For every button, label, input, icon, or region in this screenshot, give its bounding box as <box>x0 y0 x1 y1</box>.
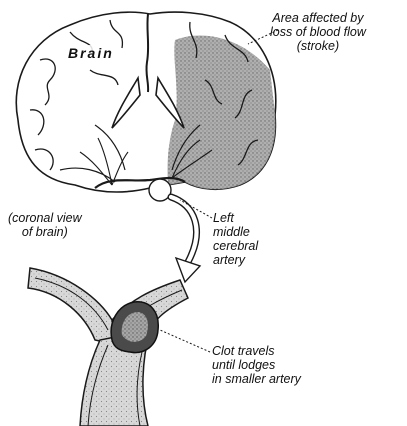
coronal-label-line-1: (coronal view <box>8 211 82 225</box>
blood-clot <box>111 302 158 353</box>
mca-label-line-2: middle <box>213 225 258 239</box>
mca-label-line-4: artery <box>213 253 258 267</box>
stroke-label-line-1: Area affected by <box>270 11 366 25</box>
clot-label-line-3: in smaller artery <box>212 372 301 386</box>
brain-label: Brain <box>66 45 116 61</box>
magnification-arrow <box>171 197 200 282</box>
coronal-label-line-2: of brain) <box>8 225 82 239</box>
clot-label: Clot travels until lodges in smaller art… <box>212 344 301 386</box>
mca-label-line-1: Left <box>213 211 258 225</box>
clot-label-line-2: until lodges <box>212 358 301 372</box>
brain-coronal-section <box>16 12 285 201</box>
coronal-view-label: (coronal view of brain) <box>8 211 82 239</box>
magnified-artery <box>28 268 188 426</box>
stroke-label-line-3: (stroke) <box>270 39 366 53</box>
mca-label-line-3: cerebral <box>213 239 258 253</box>
clot-label-line-1: Clot travels <box>212 344 301 358</box>
middle-cerebral-artery-label: Left middle cerebral artery <box>213 211 258 267</box>
stroke-area-label: Area affected by loss of blood flow (str… <box>270 11 366 53</box>
stroke-label-line-2: loss of blood flow <box>270 25 366 39</box>
